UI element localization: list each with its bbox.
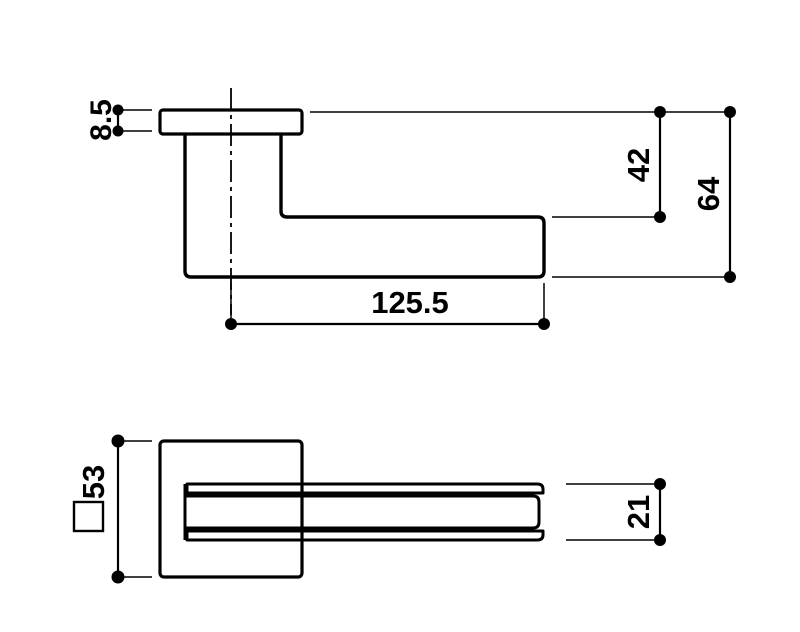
dimension-dot-53-top — [111, 434, 125, 448]
dimension-dot-1255-right — [538, 318, 550, 330]
dimension-label-42: 42 — [621, 148, 656, 182]
plan-view: 53 21 — [72, 434, 666, 584]
dimension-label-85: 8.5 — [85, 99, 118, 141]
square-section-symbol-icon — [72, 500, 105, 533]
dimension-dot-21-bottom — [654, 534, 666, 546]
dimension-label-53: 53 — [76, 465, 111, 499]
side-elevation-view: 8.5 42 64 125.5 — [85, 88, 736, 330]
dimension-label-21: 21 — [621, 495, 656, 529]
lever-bar-upper-band — [185, 482, 545, 495]
lever-bar-lower-band — [185, 529, 545, 542]
dimension-dot-42-bottom — [654, 211, 666, 223]
dimension-dot-64-top — [724, 106, 736, 118]
lever-bar-centre-band — [183, 494, 541, 530]
dimension-label-1255: 125.5 — [371, 285, 449, 320]
lever-body-side-profile — [183, 134, 546, 279]
rose-plate-plan-outline — [158, 439, 304, 579]
dimension-dot-42-top — [654, 106, 666, 118]
dimension-label-64: 64 — [691, 176, 726, 211]
dimension-dot-85-top — [112, 104, 124, 116]
dimension-dot-85-bottom — [112, 125, 124, 137]
dimension-dot-21-top — [654, 478, 666, 490]
dimension-dot-64-bottom — [724, 271, 736, 283]
dimension-dot-53-bottom — [111, 570, 125, 584]
dimension-dot-1255-left — [225, 318, 237, 330]
